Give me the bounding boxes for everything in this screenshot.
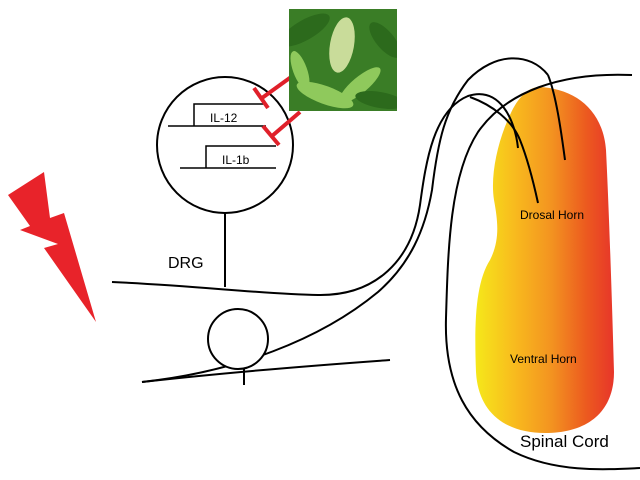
fiber-to-dorsal-horn	[469, 96, 539, 204]
ventral-root-pathway	[141, 359, 391, 383]
ventral-horn-label: Ventral Horn	[510, 352, 577, 366]
inhibition-line-il1b	[270, 110, 302, 138]
dorsal-horn-label: Drosal Horn	[520, 208, 584, 222]
dorsal-root-pathway	[111, 93, 519, 297]
spinal-cord-label: Spinal Cord	[520, 432, 609, 451]
spinal-cord-outline	[444, 73, 640, 471]
il1b-gene-line	[180, 145, 276, 169]
drg-label: DRG	[168, 255, 204, 272]
spinal-cord-gray-matter	[475, 87, 614, 434]
lightning-bolt-icon	[8, 172, 96, 322]
outer-nerve-pathway	[141, 57, 549, 383]
inhibition-bar-il1b	[261, 124, 281, 147]
small-ganglion	[207, 308, 269, 370]
il1b-label: IL-1b	[222, 153, 250, 167]
bitter-melon-fruit	[329, 17, 355, 73]
drg-cell-body	[156, 76, 294, 214]
fiber-deep-dorsal-horn	[547, 74, 566, 161]
plant-photo	[289, 9, 397, 111]
il12-gene-line	[168, 103, 266, 127]
il12-label: IL-12	[210, 111, 238, 125]
inhibition-bar-il12	[252, 86, 270, 110]
